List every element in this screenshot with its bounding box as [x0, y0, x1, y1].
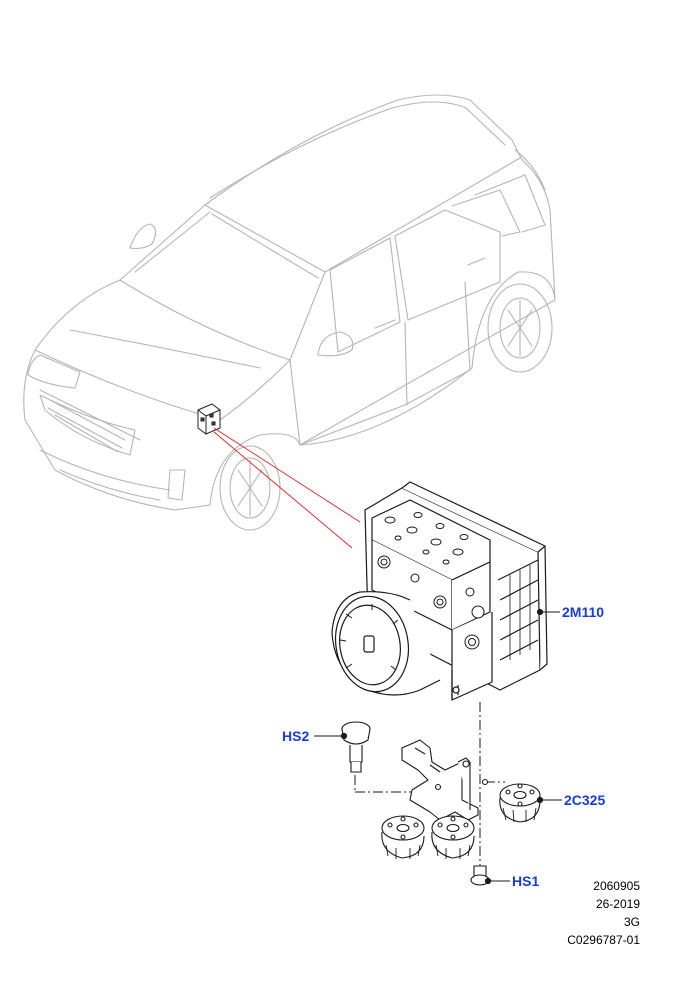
abs-module-2m110: [331, 481, 548, 701]
reference-line-4: C0296787-01: [567, 933, 640, 947]
reference-line-1: 2060905: [593, 879, 640, 893]
location-leader-lines: [213, 427, 361, 549]
callout-hs1[interactable]: HS1: [512, 873, 540, 889]
reference-line-2: 26-2019: [595, 897, 640, 911]
vehicle-outline: [23, 94, 556, 531]
isolator-mounts: [381, 783, 541, 859]
mounting-bracket: [401, 739, 489, 821]
callout-hs2[interactable]: HS2: [282, 728, 310, 744]
module-location-icon: [197, 403, 221, 435]
callout-leaders: [314, 608, 562, 885]
callout-2m110[interactable]: 2M110: [562, 604, 605, 620]
reference-line-3: 3G: [623, 915, 640, 929]
screw-hs2: [341, 721, 371, 773]
assembly-centerline: [354, 702, 505, 880]
callout-2c325[interactable]: 2C325: [564, 792, 606, 808]
